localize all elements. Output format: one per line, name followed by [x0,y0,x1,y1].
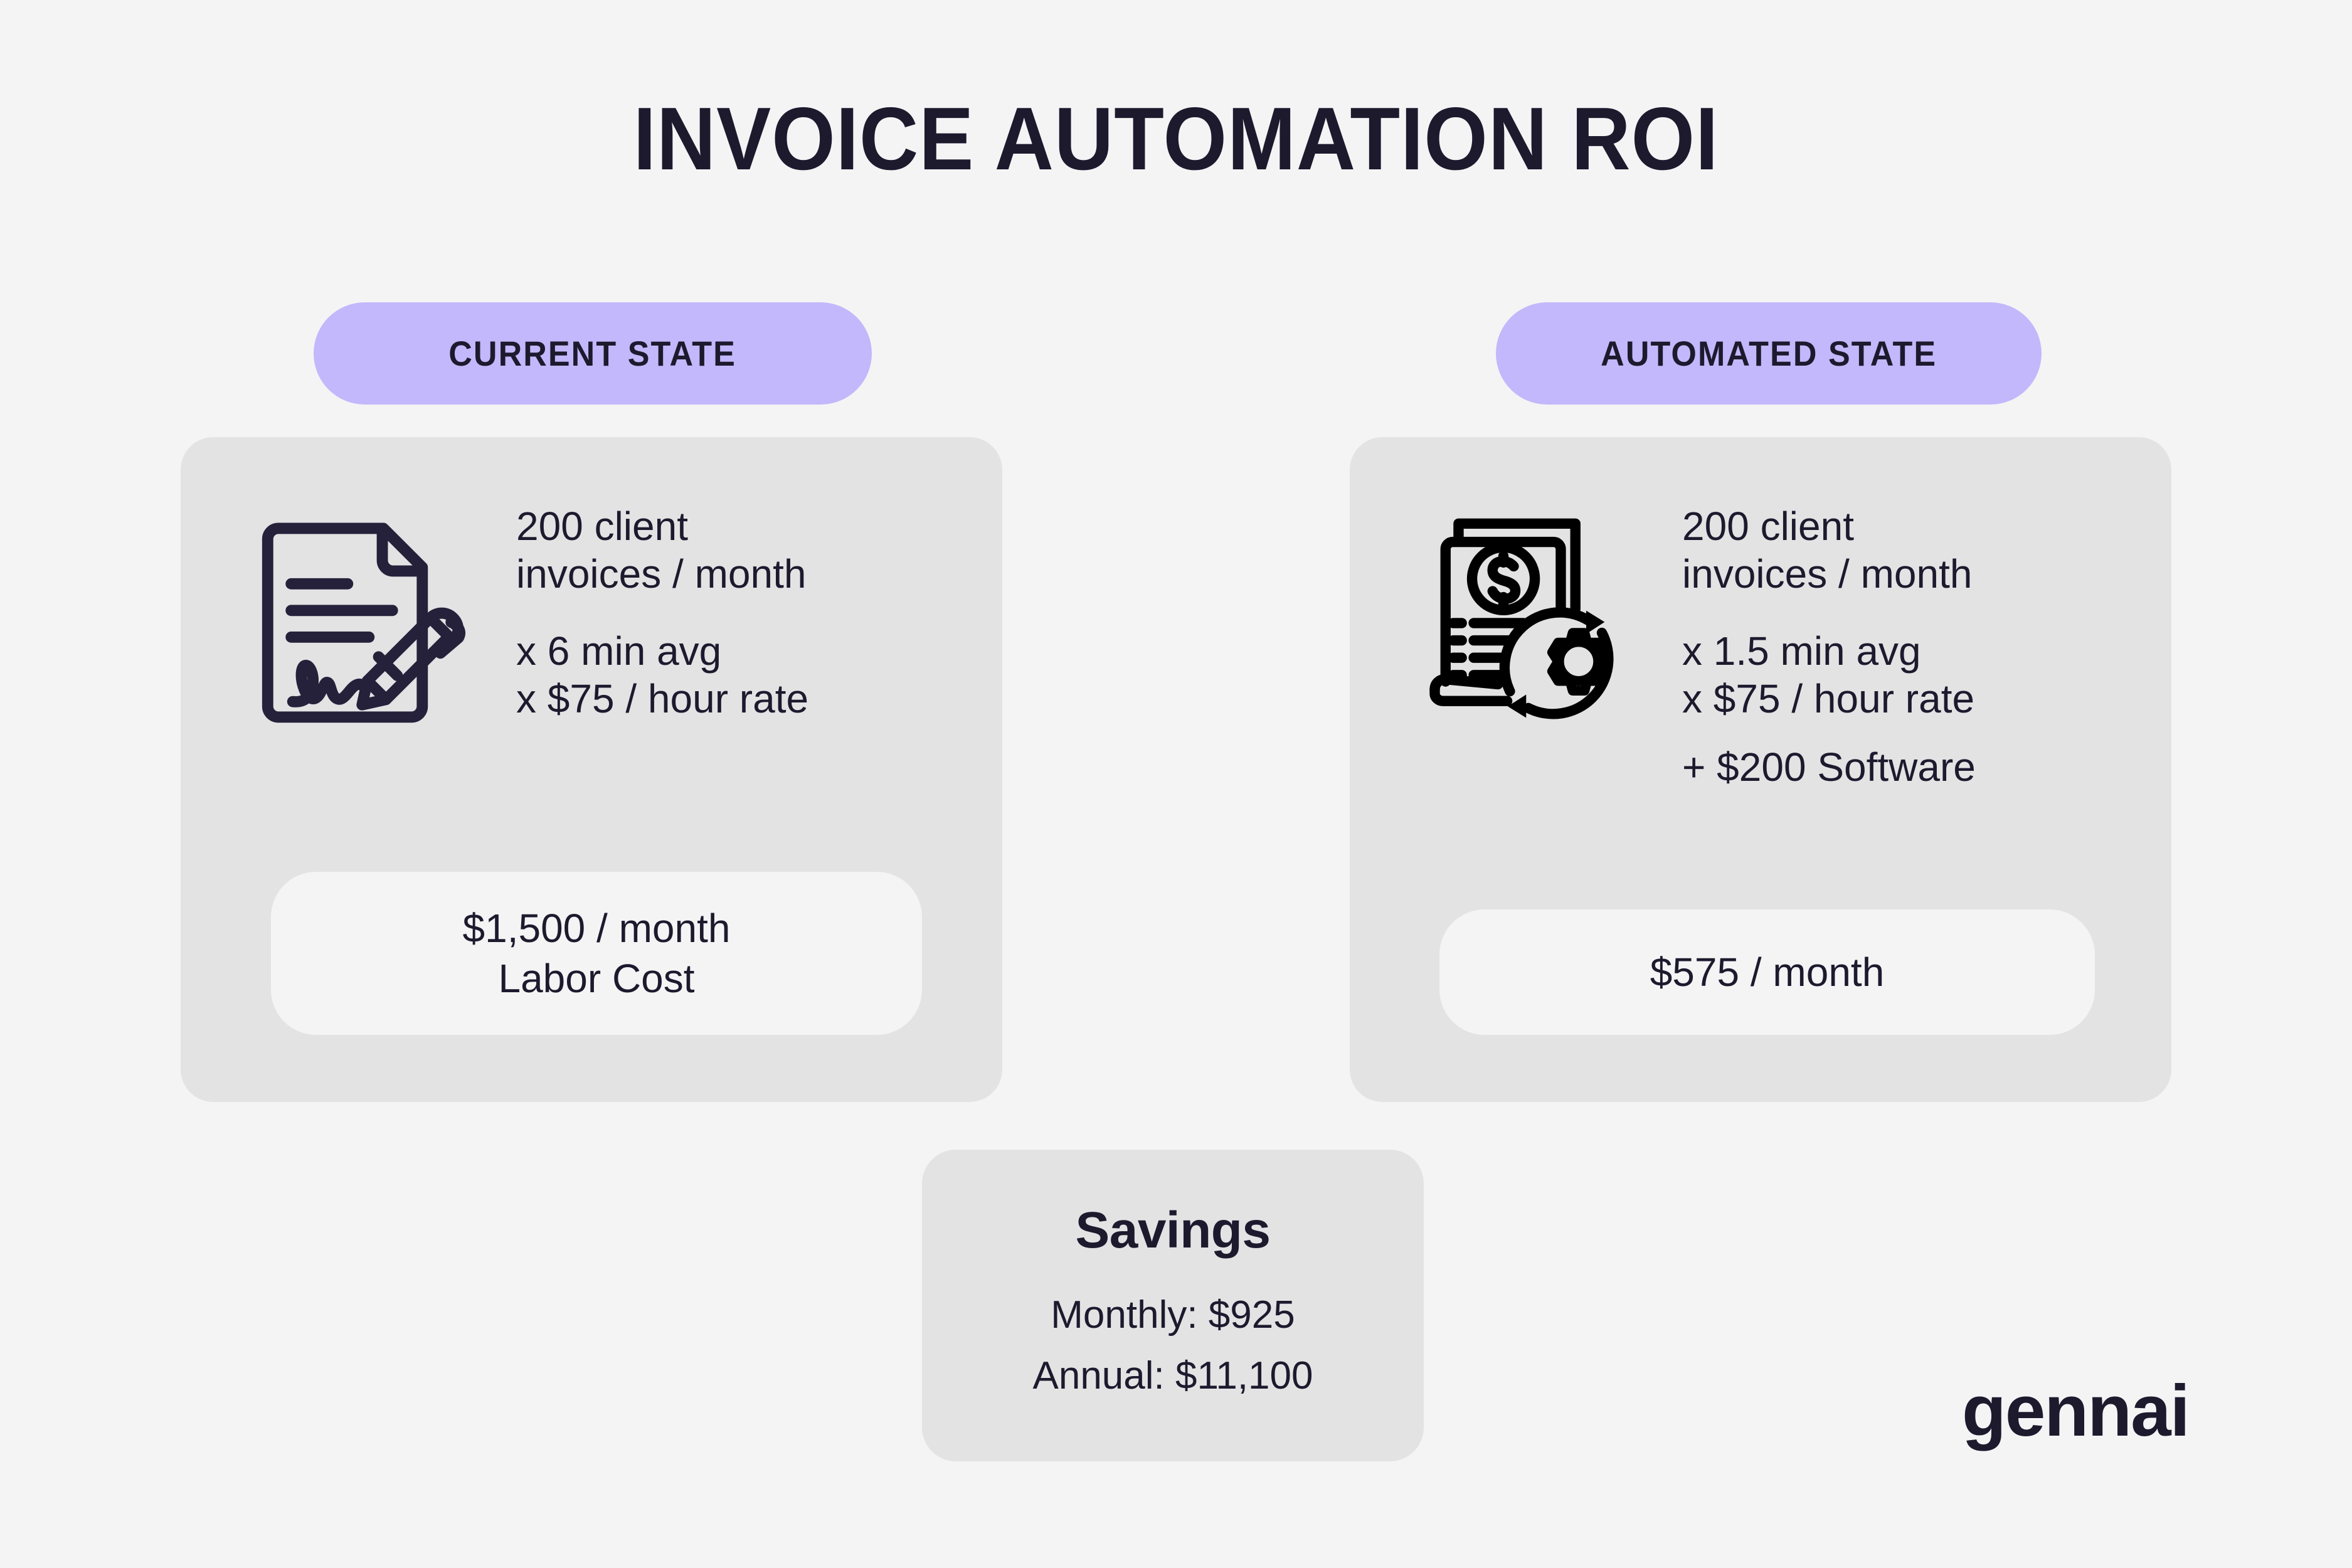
metric-line: 200 client [516,504,688,549]
automated-state-card: 200 client invoices / month x 1.5 min av… [1350,437,2171,1102]
state-pill-current-label: CURRENT STATE [448,334,737,373]
current-metrics-group-1: 200 client invoices / month [516,503,808,598]
metric-line: x 6 min avg [516,628,722,674]
automated-invoice-gear-icon [1429,518,1614,719]
metric-line: invoices / month [1682,551,1973,596]
current-state-card: 200 client invoices / month x 6 min avg … [181,437,1002,1102]
metric-line: x 1.5 min avg [1682,628,1921,674]
automated-result-amount: $575 / month [1650,950,1885,995]
page-title: INVOICE AUTOMATION ROI [633,89,1719,189]
automated-metrics-group-2: x 1.5 min avg x $75 / hour rate + $200 S… [1682,628,1976,792]
gennai-logo: gennai [1962,1370,2190,1451]
savings-title: Savings [1075,1202,1271,1259]
current-metrics: 200 client invoices / month x 6 min avg … [516,503,808,723]
savings-monthly: Monthly: $925 [1051,1293,1295,1337]
state-pill-automated: AUTOMATED STATE [1496,302,2042,405]
current-result-amount: $1,500 / month [462,906,731,951]
savings-card: Savings Monthly: $925 Annual: $11,100 [922,1150,1424,1461]
signed-document-pen-icon [262,522,465,723]
metric-line: invoices / month [516,551,807,596]
automated-metrics-group-1: 200 client invoices / month [1682,503,1976,598]
metric-line: x $75 / hour rate [1682,675,1975,721]
current-metrics-group-2: x 6 min avg x $75 / hour rate [516,628,808,723]
state-pill-current: CURRENT STATE [314,302,872,405]
metric-line: x $75 / hour rate [516,675,809,721]
state-pill-automated-label: AUTOMATED STATE [1600,334,1937,373]
automated-result-pill: $575 / month [1439,909,2095,1035]
current-result-pill: $1,500 / month Labor Cost [271,872,922,1035]
spacer [1682,723,1976,744]
metric-line: + $200 Software [1682,744,1976,790]
spacer [516,598,808,628]
savings-annual: Annual: $11,100 [1032,1354,1313,1397]
spacer [1682,598,1976,628]
metric-line: 200 client [1682,504,1854,549]
current-result-caption: Labor Cost [498,956,695,1001]
automated-metrics: 200 client invoices / month x 1.5 min av… [1682,503,1976,792]
